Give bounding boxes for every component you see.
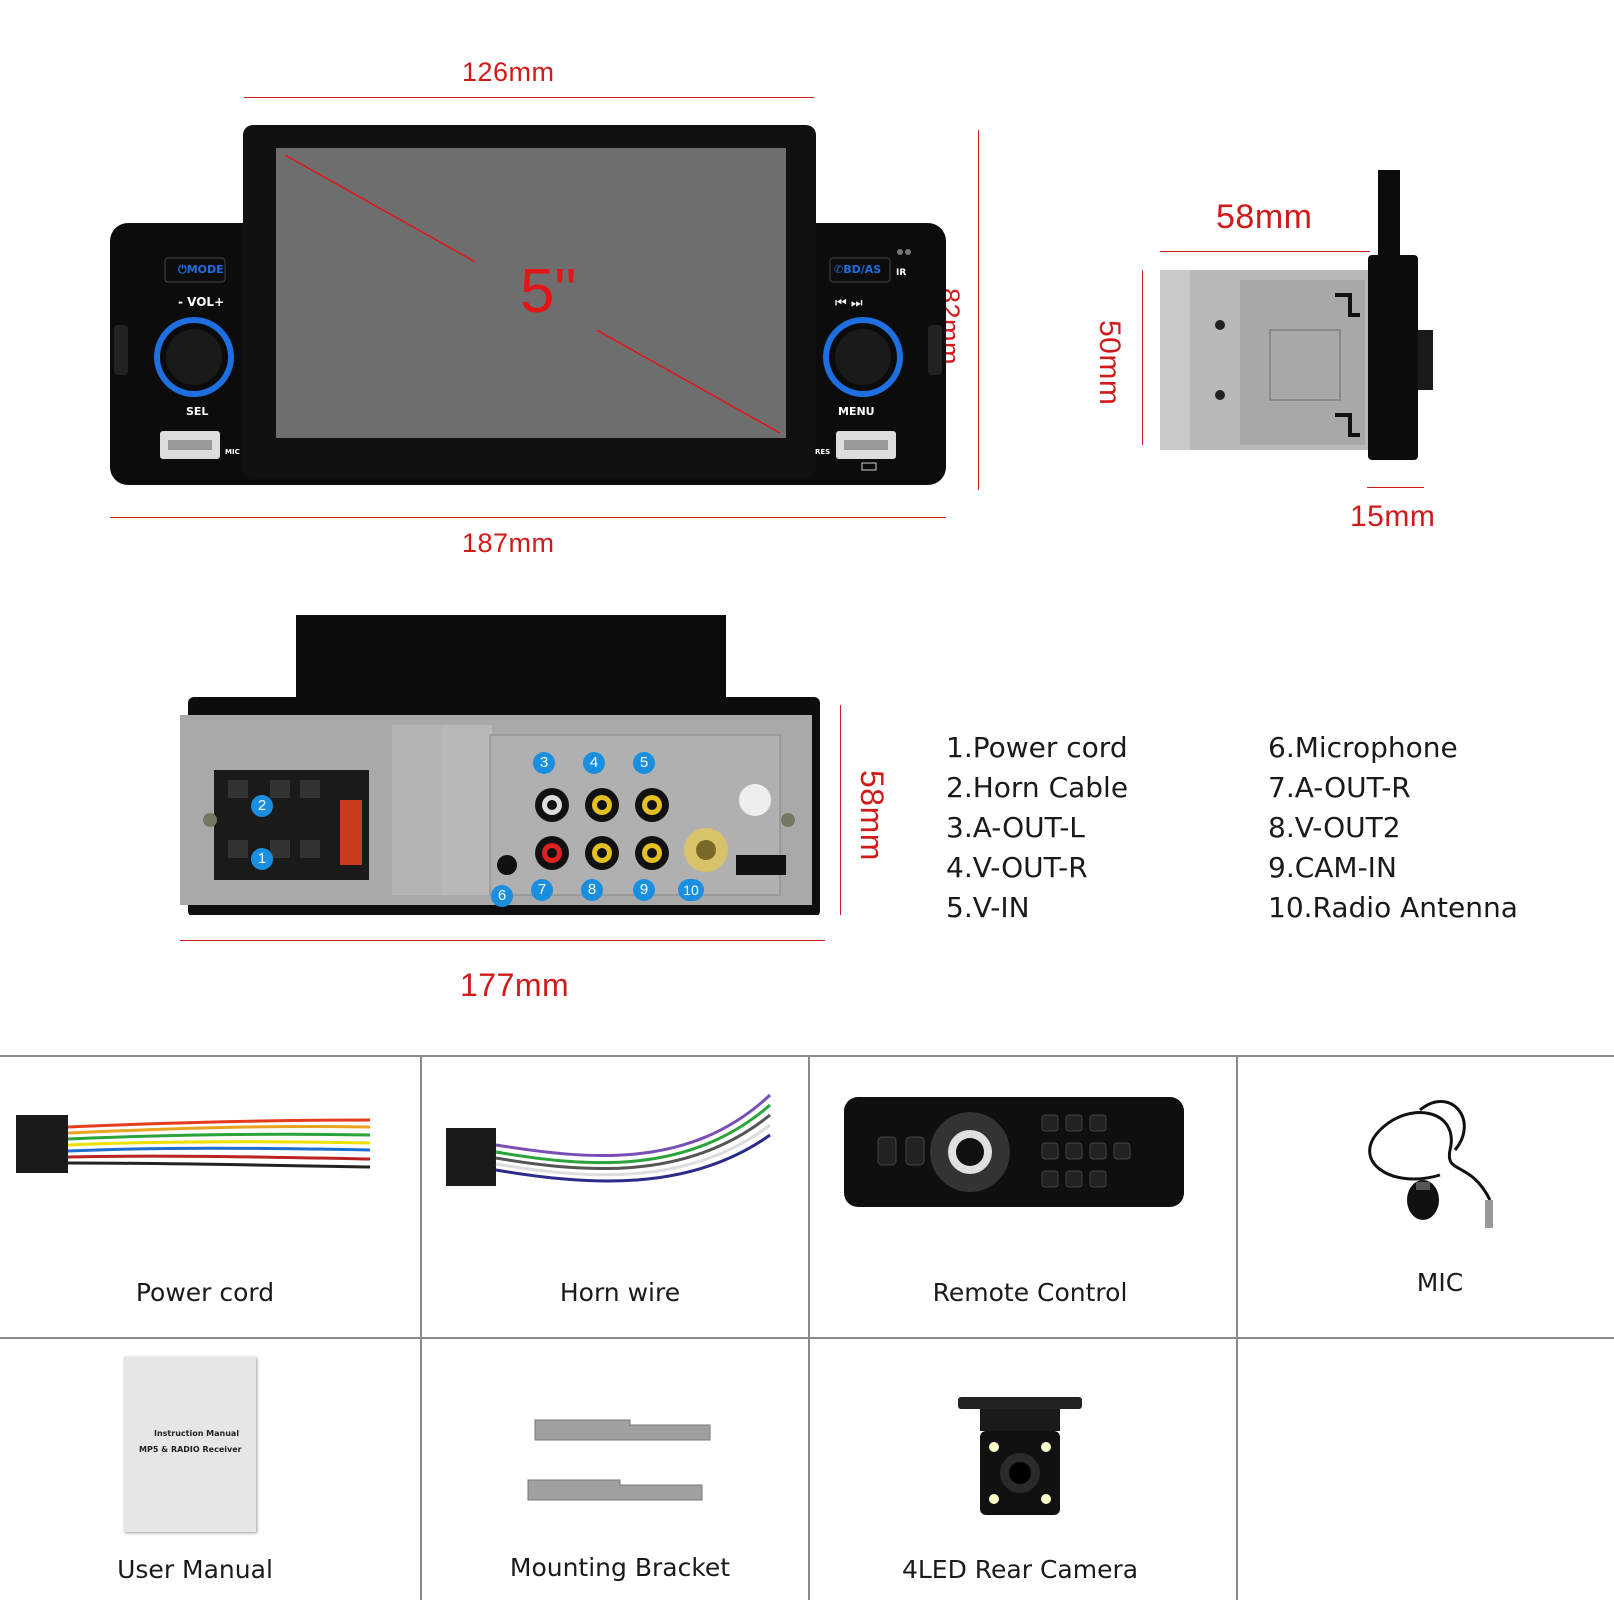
menu-label: MENU <box>838 405 875 418</box>
port-badge-2: 2 <box>251 795 273 817</box>
user-manual-icon: Instruction Manual MP5 & RADIO Receiver <box>124 1357 256 1532</box>
side-view: 58mm 50mm 15mm <box>1090 160 1590 560</box>
grid-line <box>0 1337 1614 1339</box>
accessory-label-mounting-bracket: Mounting Bracket <box>509 1553 731 1582</box>
accessory-label-horn-wire: Horn wire <box>559 1278 681 1307</box>
rear-width-line <box>180 940 825 941</box>
head-unit-side <box>1160 170 1433 460</box>
port-legend-left: 1.Power cord 2.Horn Cable 3.A-OUT-L 4.V-… <box>946 728 1128 928</box>
accessory-label-mic: MIC <box>1416 1268 1464 1297</box>
volume-knob[interactable] <box>154 317 234 397</box>
microphone-icon <box>1368 1099 1493 1228</box>
res-label: RES <box>815 448 831 456</box>
screen-size-label: 5" <box>520 257 577 326</box>
accessory-label-power-cord: Power cord <box>135 1278 275 1307</box>
grid-line <box>1236 1055 1238 1600</box>
ir-label: IR <box>896 268 907 278</box>
front-width-top-line <box>244 97 814 98</box>
legend-item: 2.Horn Cable <box>946 771 1129 804</box>
side-depth-line <box>1160 251 1370 252</box>
legend-item: 6.Microphone <box>1268 731 1458 764</box>
accessory-label-rear-camera: 4LED Rear Camera <box>901 1555 1139 1584</box>
accessory-label-remote-control: Remote Control <box>932 1278 1128 1307</box>
port-badge-6: 6 <box>491 885 513 907</box>
power-cord-icon <box>16 1115 371 1173</box>
port-badge-7: 7 <box>531 879 553 901</box>
legend-item: 9.CAM-IN <box>1268 851 1397 884</box>
usb-port-left[interactable] <box>160 431 220 459</box>
legend-item: 3.A-OUT-L <box>946 811 1085 844</box>
legend-item: 10.Radio Antenna <box>1268 891 1518 924</box>
side-faceplate-label: 15mm <box>1350 500 1436 533</box>
port-badge-10: 10 <box>678 879 704 901</box>
mounting-bracket-icon <box>527 1419 711 1501</box>
grid-line <box>0 1055 1614 1057</box>
side-height-label: 50mm <box>1093 320 1126 406</box>
accessory-label-user-manual: User Manual <box>117 1555 273 1584</box>
manual-subtitle: MP5 & RADIO Receiver <box>139 1445 242 1454</box>
grid-line <box>808 1055 810 1600</box>
rear-height-label: 58mm <box>854 770 890 861</box>
mode-label: MODE <box>186 263 224 276</box>
port-badge-3: 3 <box>533 752 555 774</box>
port-badge-5: 5 <box>633 752 655 774</box>
remote-control-icon <box>844 1097 1184 1207</box>
front-view: 126mm 82mm 187mm ⏮ ⏭ <box>0 0 1000 560</box>
port-badge-9: 9 <box>633 879 655 901</box>
power-icon: ⏻ <box>178 263 187 276</box>
head-unit-front: ⏮ ⏭ <box>110 125 946 485</box>
side-depth-label: 58mm <box>1216 198 1313 236</box>
legend-item: 5.V-IN <box>946 891 1030 924</box>
mic-label: MIC <box>225 448 240 456</box>
grid-line <box>420 1055 422 1600</box>
volume-label: - VOL+ <box>178 295 225 309</box>
legend-item: 8.V-OUT2 <box>1268 811 1401 844</box>
side-faceplate-line <box>1367 487 1424 488</box>
select-label: SEL <box>186 405 209 418</box>
bdas-label: BD/AS <box>843 263 882 276</box>
port-badge-1: 1 <box>251 848 273 870</box>
port-legend-right: 6.Microphone 7.A-OUT-R 8.V-OUT2 9.CAM-IN… <box>1268 728 1518 928</box>
rear-height-line <box>840 705 841 915</box>
horn-wire-icon <box>446 1093 772 1186</box>
phone-icon: ✆ <box>834 263 844 276</box>
manual-title: Instruction Manual <box>154 1429 240 1438</box>
rear-width-label: 177mm <box>460 967 570 1003</box>
front-height-line <box>978 130 979 490</box>
usb-port-right[interactable] <box>836 431 896 459</box>
side-height-line <box>1142 270 1143 445</box>
head-unit-rear <box>180 615 820 915</box>
port-badge-4: 4 <box>583 752 605 774</box>
mode-button[interactable]: ⏻MODE <box>178 263 224 277</box>
legend-item: 7.A-OUT-R <box>1268 771 1411 804</box>
front-width-bottom-line <box>110 517 946 518</box>
front-width-bottom-label: 187mm <box>462 528 555 558</box>
legend-item: 1.Power cord <box>946 731 1128 764</box>
rear-camera-icon <box>958 1397 1082 1515</box>
menu-knob[interactable] <box>823 317 903 397</box>
port-badge-8: 8 <box>581 879 603 901</box>
bdas-button[interactable]: ✆BD/AS <box>834 263 881 276</box>
front-width-top-label: 126mm <box>462 57 555 87</box>
legend-item: 4.V-OUT-R <box>946 851 1088 884</box>
svg-text:⏮ ⏭: ⏮ ⏭ <box>835 296 863 311</box>
rear-view: 1 2 3 4 5 6 7 8 9 10 58mm 177mm <box>160 615 910 1015</box>
